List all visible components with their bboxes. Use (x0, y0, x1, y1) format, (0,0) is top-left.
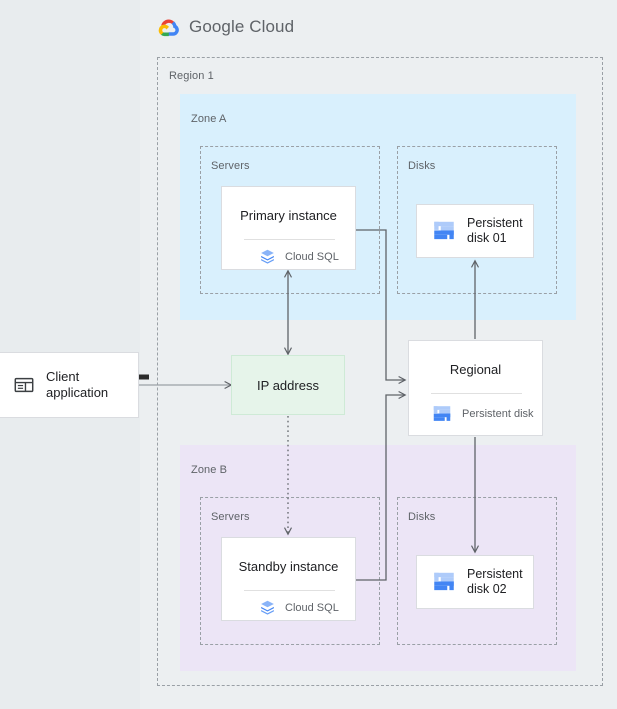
cloud-sql-icon (261, 600, 274, 615)
disks-group-zone-a (397, 146, 557, 294)
persistent-disk-icon (434, 572, 454, 591)
persistent-disk-icon (433, 406, 451, 421)
brand-word-google: Google (189, 17, 245, 36)
persistent-disk-01-label: Persistent disk 01 (467, 216, 523, 247)
standby-instance-divider (244, 590, 335, 591)
regional-disk-subtitle: Persistent disk (462, 408, 534, 420)
persistent-disk-02-label-line1: Persistent (467, 566, 523, 581)
regional-disk-node[interactable]: Regional Persistent disk (408, 340, 543, 436)
persistent-disk-01-node[interactable]: Persistent disk 01 (416, 204, 534, 258)
standby-instance-node[interactable]: Standby instance Cloud SQL (221, 537, 356, 621)
standby-instance-subtitle: Cloud SQL (285, 601, 339, 614)
cloud-sql-icon (261, 249, 274, 264)
servers-label-zone-b: Servers (211, 511, 250, 523)
zone-a-label: Zone A (191, 113, 227, 125)
persistent-disk-02-label: Persistent disk 02 (467, 567, 523, 598)
persistent-disk-02-label-line2: disk 02 (467, 582, 507, 596)
regional-disk-title: Regional (449, 362, 502, 377)
primary-instance-subtitle: Cloud SQL (285, 250, 339, 263)
persistent-disk-icon (434, 221, 454, 240)
client-application-label-line2: application (46, 385, 109, 400)
primary-instance-title: Primary instance (240, 208, 337, 223)
google-cloud-wordmark: Google Cloud (189, 17, 294, 37)
servers-label-zone-a: Servers (211, 160, 250, 172)
client-application-icon (14, 377, 34, 393)
zone-b-label: Zone B (191, 464, 228, 476)
region-label: Region 1 (169, 70, 214, 82)
client-application-label-line1: Client (46, 369, 80, 385)
google-cloud-header: Google Cloud (157, 15, 294, 39)
google-cloud-logo-icon (158, 19, 179, 37)
persistent-disk-02-node[interactable]: Persistent disk 02 (416, 555, 534, 609)
primary-instance-subtitle-row: Cloud SQL (259, 248, 339, 265)
region-container (157, 57, 603, 686)
brand-word-cloud: Cloud (249, 17, 295, 36)
ip-address-node[interactable]: IP address (231, 355, 345, 415)
regional-disk-divider (431, 393, 522, 394)
primary-instance-divider (244, 239, 335, 240)
regional-disk-subtitle-row: Persistent disk (431, 403, 534, 425)
disks-label-zone-b: Disks (408, 511, 436, 523)
standby-instance-subtitle-row: Cloud SQL (259, 599, 339, 616)
primary-instance-node[interactable]: Primary instance Cloud SQL (221, 186, 356, 270)
ip-address-label: IP address (257, 377, 319, 393)
client-application-label: Client application (46, 369, 108, 401)
disks-label-zone-a: Disks (408, 160, 436, 172)
client-application-node[interactable]: Client application (0, 352, 139, 418)
persistent-disk-01-label-line2: disk 01 (467, 231, 507, 245)
persistent-disk-01-label-line1: Persistent (467, 215, 523, 230)
standby-instance-title: Standby instance (238, 559, 339, 574)
